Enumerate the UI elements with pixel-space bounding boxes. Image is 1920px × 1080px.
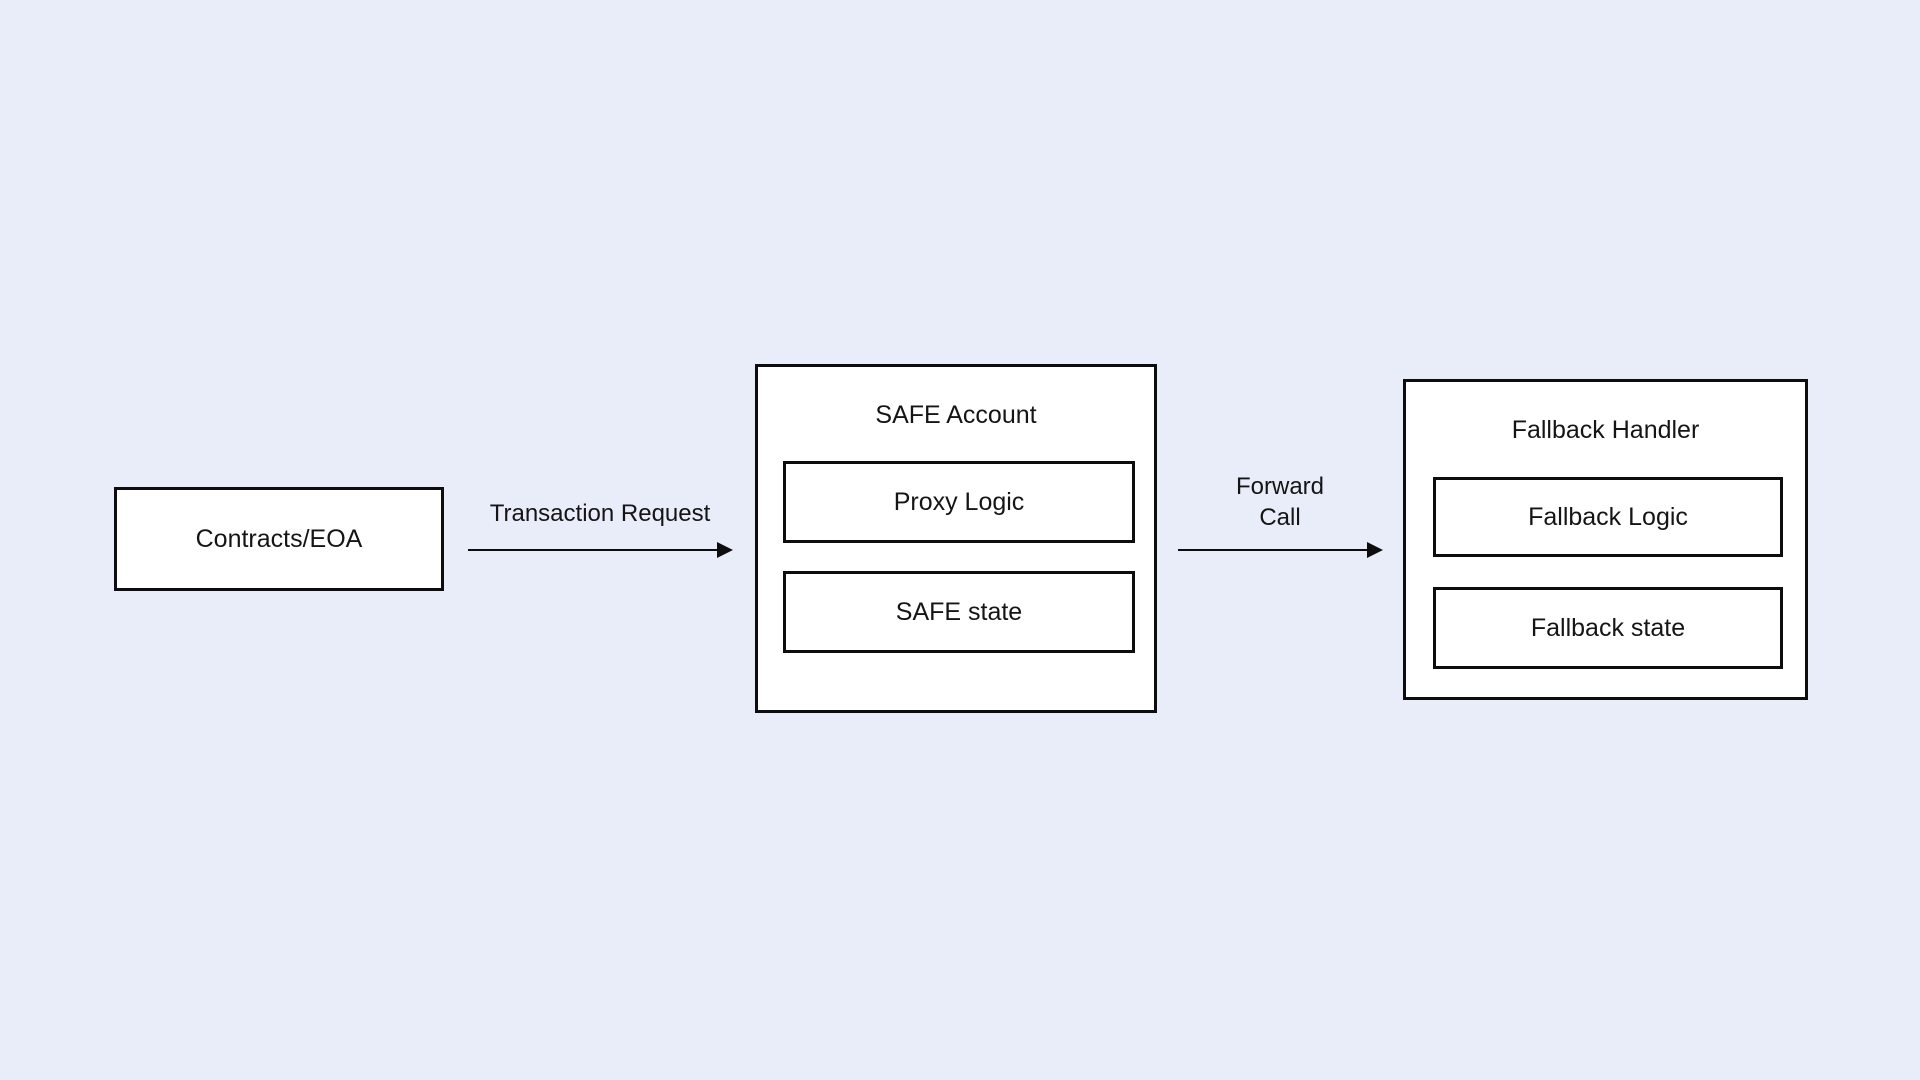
node-fallback-state: Fallback state [1433, 587, 1783, 669]
node-safe-state-label: SAFE state [895, 597, 1023, 626]
node-safe-state: SAFE state [783, 571, 1135, 653]
arrow-label-transaction-request: Transaction Request [489, 500, 711, 527]
arrow-forward-call-line [1178, 549, 1368, 551]
node-fallback-state-label: Fallback state [1530, 613, 1686, 642]
arrow-transaction-request-arrowhead-icon [717, 542, 733, 558]
node-safe-account-title: SAFE Account [875, 401, 1037, 429]
node-proxy-logic-label: Proxy Logic [893, 487, 1025, 516]
node-fallback-logic-label: Fallback Logic [1528, 502, 1688, 531]
node-fallback-handler: Fallback Handler Fallback Logic Fallback… [1403, 379, 1808, 700]
arrow-label-forward-call: Forward Call [1235, 473, 1325, 531]
node-fallback-logic: Fallback Logic [1433, 477, 1783, 557]
node-fallback-handler-title: Fallback Handler [1511, 416, 1700, 444]
node-proxy-logic: Proxy Logic [783, 461, 1135, 543]
arrow-forward-call-arrowhead-icon [1367, 542, 1383, 558]
node-contracts-eoa-label: Contracts/EOA [195, 524, 363, 553]
node-safe-account: SAFE Account Proxy Logic SAFE state [755, 364, 1157, 713]
node-contracts-eoa: Contracts/EOA [114, 487, 444, 591]
arrow-transaction-request-line [468, 549, 718, 551]
